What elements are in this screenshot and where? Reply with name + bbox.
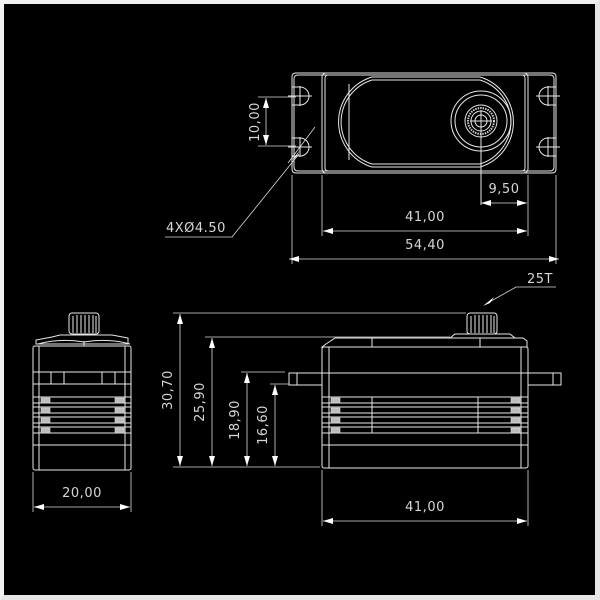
dim-body-length-front: 41,00	[405, 500, 445, 515]
front-view: 25T 30,70 25,90 18,90 16,60 41,00	[161, 272, 562, 526]
dim-overall-length: 54,40	[405, 238, 445, 253]
hole-callout: 4XØ4.50	[166, 221, 226, 236]
mounting-hole-icon	[536, 86, 560, 157]
output-shaft-icon	[450, 90, 512, 205]
dim-mount-bottom-height: 16,60	[256, 405, 271, 445]
dim-mount-top-height: 18,90	[228, 400, 243, 440]
dim-total-height: 30,70	[161, 370, 176, 410]
spline-callout: 25T	[527, 272, 553, 287]
dim-body-height: 25,90	[193, 382, 208, 422]
spline-icon	[466, 312, 498, 335]
dim-body-length-top: 41,00	[405, 210, 445, 225]
spline-icon	[68, 312, 100, 335]
side-view: 20,00	[32, 312, 132, 512]
dim-shaft-offset: 9,50	[489, 182, 520, 197]
dim-hole-spacing: 10,00	[248, 102, 263, 142]
top-view: 10,00 4XØ4.50 9,50 41,00 54,40	[165, 72, 560, 264]
dim-side-width: 20,00	[62, 486, 102, 501]
